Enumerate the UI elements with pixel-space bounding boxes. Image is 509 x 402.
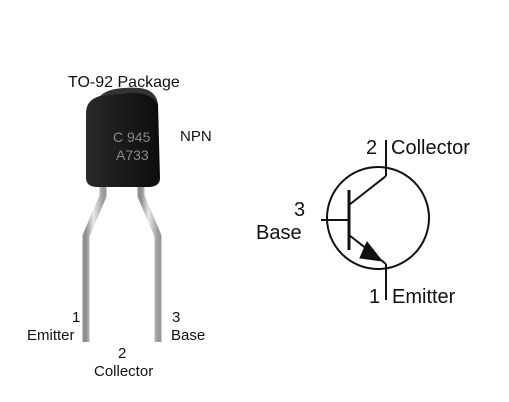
pin-1-name: Emitter <box>27 327 75 344</box>
symbol-emitter-number: 1 <box>369 286 381 308</box>
symbol-circle <box>326 166 430 270</box>
symbol-base-number: 3 <box>294 199 306 221</box>
npn-symbol <box>321 140 430 300</box>
body-marking-1: C 945 <box>113 129 151 145</box>
lead-base <box>137 182 162 342</box>
symbol-emitter-label: Emitter <box>392 286 456 308</box>
pin-2-name: Collector <box>94 363 154 380</box>
emitter-arrow <box>359 241 384 262</box>
pin-3-number: 3 <box>172 309 181 326</box>
pin-2-number: 2 <box>118 345 127 362</box>
package-title: TO-92 Package <box>68 74 180 91</box>
transistor-leads <box>82 182 162 342</box>
lead-emitter <box>82 182 107 342</box>
symbol-collector-number: 2 <box>366 137 378 159</box>
body-marking-2: A733 <box>116 147 149 163</box>
symbol-base-label: Base <box>256 222 302 244</box>
npn-label: NPN <box>180 128 212 145</box>
pin-1-number: 1 <box>72 309 81 326</box>
collector-diagonal <box>348 175 387 206</box>
pin-3-name: Base <box>171 327 206 344</box>
symbol-collector-label: Collector <box>391 137 470 159</box>
transistor-body: C 945 A733 <box>86 87 160 187</box>
